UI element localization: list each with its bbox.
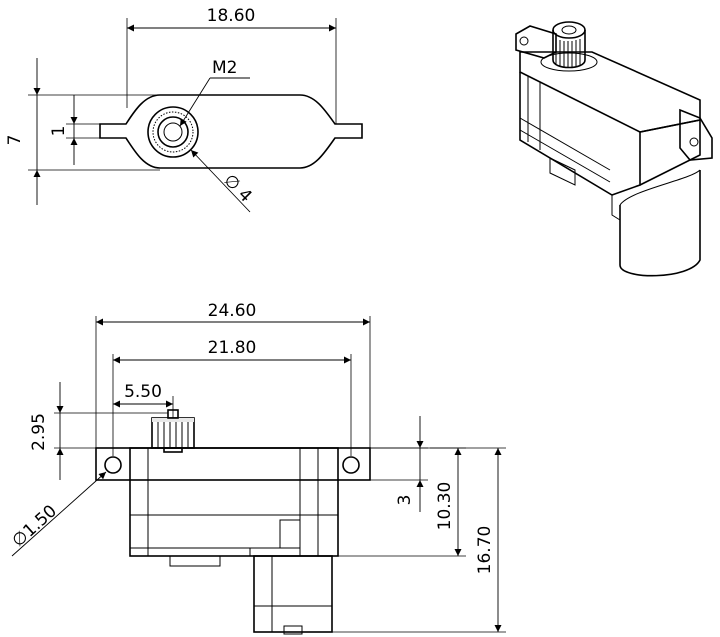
dim-21-80-label: 21.80 — [208, 338, 257, 358]
thread-m2-label: M2 — [212, 58, 237, 78]
leader-m2 — [179, 77, 211, 127]
front-view: 24.60 21.80 5.50 2.95 ∅1.50 3 10.30 — [8, 301, 506, 635]
leader-dia-4 — [190, 149, 251, 213]
dim-dia-4-label: ∅ 4 — [219, 170, 255, 206]
mounting-flange — [95, 447, 371, 481]
ear-hole-right — [342, 456, 360, 474]
dim-2-95-label: 2.95 — [29, 413, 49, 451]
dim-16-70-label: 16.70 — [475, 526, 495, 575]
dim-dia-1-50-label: ∅1.50 — [8, 501, 61, 551]
dim-3-label: 3 — [395, 495, 415, 506]
dim-18-60-label: 18.60 — [207, 6, 256, 26]
ear-hole-left — [104, 456, 122, 474]
dim-7-label: 7 — [5, 135, 25, 146]
dim-1-label: 1 — [49, 126, 69, 137]
isometric-view — [515, 21, 713, 277]
output-gear-top — [147, 106, 199, 158]
top-view-outline — [99, 94, 363, 169]
dim-24-60-label: 24.60 — [208, 301, 257, 321]
motor-housing — [253, 555, 333, 633]
servo-body — [129, 447, 339, 557]
leader-dia-1-50 — [11, 471, 107, 557]
dim-10-30-label: 10.30 — [435, 482, 455, 531]
dim-5-50-label: 5.50 — [124, 382, 162, 402]
top-view: 18.60 7 1 M2 ∅ 4 — [5, 6, 363, 213]
output-gear-iso — [540, 21, 598, 72]
